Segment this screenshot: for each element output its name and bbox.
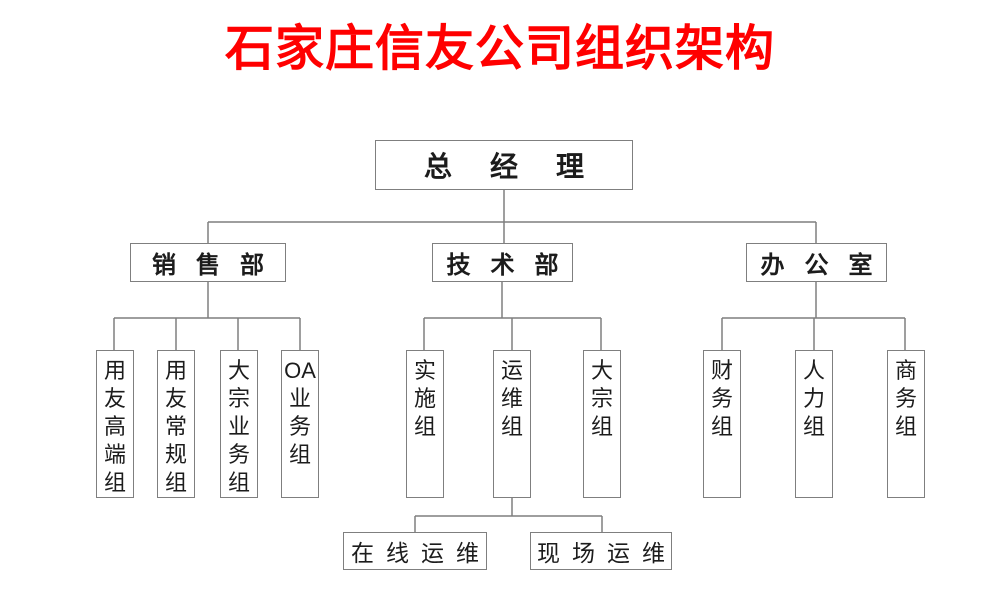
team-onsite-ops-label: 现场运维 bbox=[537, 540, 677, 566]
group-box-yonyou-regular: 用友常规组 bbox=[157, 350, 195, 498]
group-box-bulk: 大宗组 bbox=[583, 350, 621, 498]
team-online-ops-label: 在线运维 bbox=[351, 540, 491, 566]
group-bulk-business-label: 大宗业务组 bbox=[227, 358, 250, 495]
group-implementation-label: 实施组 bbox=[413, 358, 436, 439]
dept-tech-label: 技术部 bbox=[446, 252, 579, 279]
page-title: 石家庄信友公司组织架构 bbox=[224, 22, 775, 76]
dept-office-label: 办公室 bbox=[760, 252, 893, 279]
ceo-box: 总经理 bbox=[375, 140, 633, 190]
group-finance-label: 财务组 bbox=[710, 358, 733, 439]
team-box-online-ops: 在线运维 bbox=[343, 532, 487, 570]
group-box-implementation: 实施组 bbox=[406, 350, 444, 498]
group-box-bulk-business: 大宗业务组 bbox=[220, 350, 258, 498]
group-commerce-label: 商务组 bbox=[894, 358, 917, 439]
dept-box-sales: 销售部 bbox=[130, 243, 286, 282]
group-box-finance: 财务组 bbox=[703, 350, 741, 498]
group-operations-label: 运维组 bbox=[500, 358, 523, 439]
dept-box-office: 办公室 bbox=[746, 243, 887, 282]
dept-box-tech: 技术部 bbox=[432, 243, 573, 282]
group-yonyou-regular-label: 用友常规组 bbox=[164, 358, 187, 495]
group-box-hr: 人力组 bbox=[795, 350, 833, 498]
ceo-label: 总经理 bbox=[423, 151, 622, 182]
group-bulk-label: 大宗组 bbox=[590, 358, 613, 439]
group-yonyou-high-end-label: 用友高端组 bbox=[103, 358, 126, 495]
group-hr-label: 人力组 bbox=[802, 358, 825, 439]
dept-sales-label: 销售部 bbox=[152, 252, 284, 279]
group-box-operations: 运维组 bbox=[493, 350, 531, 498]
group-box-yonyou-high-end: 用友高端组 bbox=[96, 350, 134, 498]
team-box-onsite-ops: 现场运维 bbox=[530, 532, 672, 570]
group-box-commerce: 商务组 bbox=[887, 350, 925, 498]
